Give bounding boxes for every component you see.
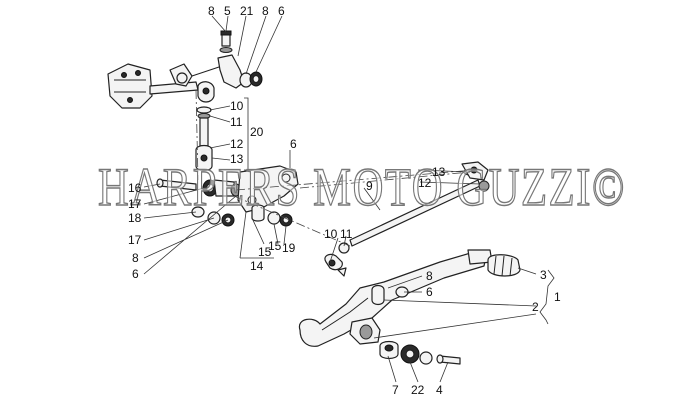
selector-mechanism-drawing: [107, 30, 263, 109]
callout-label: 8: [426, 269, 433, 283]
callout-label: 8: [208, 4, 215, 18]
callout-label: 11: [340, 227, 353, 241]
callout-label: 7: [392, 383, 399, 397]
callout-label: 18: [128, 211, 142, 225]
callout-label: 14: [250, 259, 264, 273]
callout-label: 13: [230, 152, 244, 166]
axis-lines: [195, 89, 475, 247]
watermark-text: HARPERS MOTO GUZZI©: [98, 157, 626, 217]
callout-labels: 8 5 21 8 6 10 11 20 12 13 6 16 17 18 17 …: [128, 4, 561, 397]
callout-label: 3: [540, 268, 547, 282]
callout-label: 6: [278, 4, 285, 18]
callout-label: 11: [230, 115, 243, 129]
callout-label: 13: [432, 165, 446, 179]
callout-label: 17: [128, 197, 142, 211]
callout-label: 19: [282, 241, 296, 255]
callout-label: 10: [324, 227, 338, 241]
callout-label: 8: [262, 4, 269, 18]
callout-label: 8: [132, 251, 139, 265]
callout-label: 15: [258, 245, 272, 259]
gear-lever-drawing: [298, 249, 521, 347]
callout-label: 15: [268, 239, 282, 253]
callout-label: 6: [132, 267, 139, 281]
selector-rod-drawing: [324, 161, 490, 277]
callout-label: 9: [366, 179, 373, 193]
callout-label: 4: [436, 383, 443, 397]
callout-label: 21: [240, 4, 254, 18]
callout-label: 2: [532, 300, 539, 314]
lever-fixings-drawing: [379, 340, 461, 365]
callout-label: 6: [426, 285, 433, 299]
callout-label: 1: [554, 290, 561, 304]
callout-label: 20: [250, 125, 264, 139]
callout-label: 16: [128, 181, 142, 195]
callout-label: 12: [418, 176, 432, 190]
leader-lines: [143, 15, 555, 383]
callout-label: 5: [224, 4, 231, 18]
callout-label: 12: [230, 137, 244, 151]
callout-label: 17: [128, 233, 142, 247]
callout-label: 10: [230, 99, 244, 113]
callout-label: 22: [411, 383, 425, 397]
callout-label: 6: [290, 137, 297, 151]
